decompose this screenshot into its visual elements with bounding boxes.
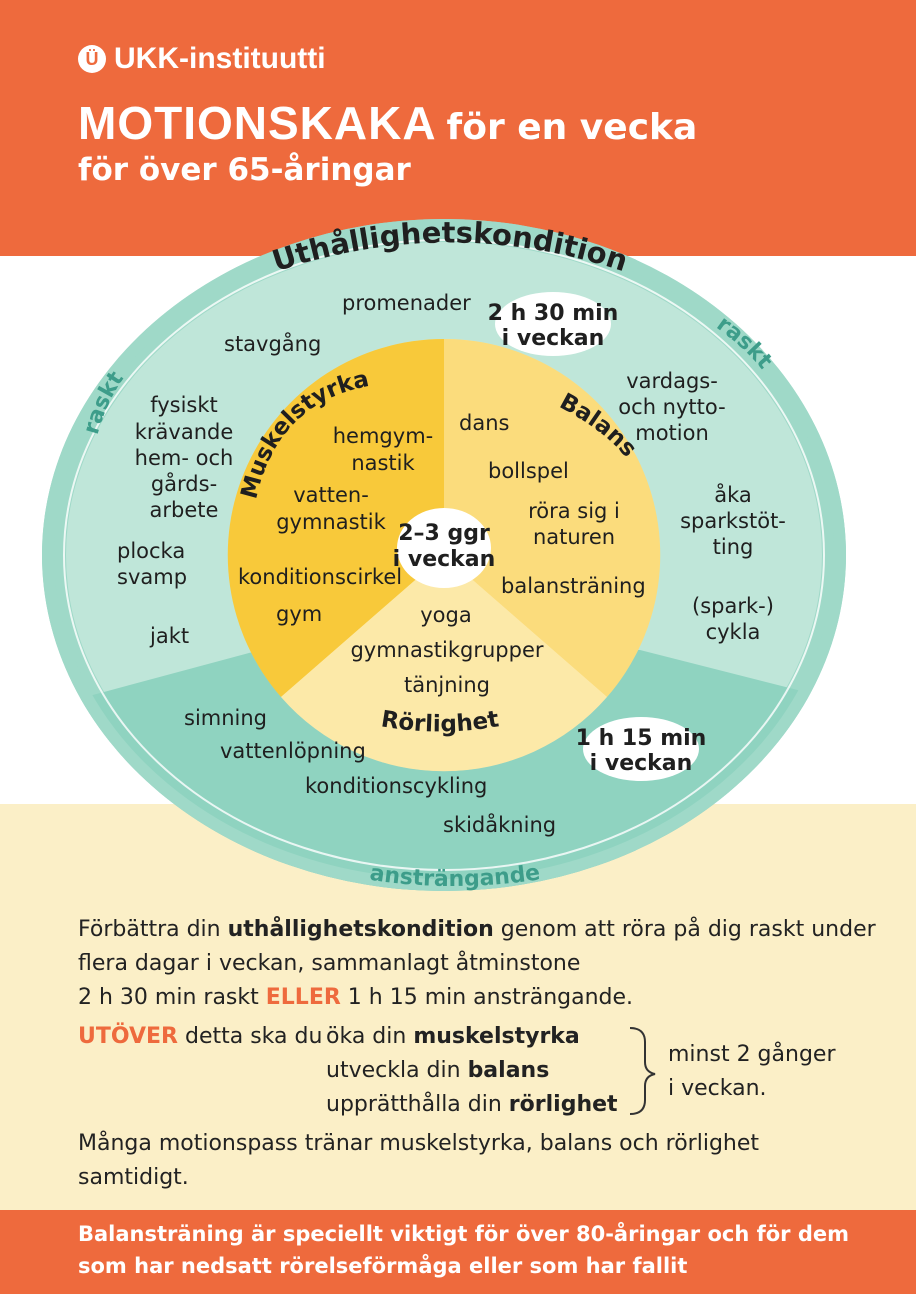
activity-jakt: jakt [149,624,189,648]
title-main: MOTIONSKAKA [78,97,437,149]
svg-text:fysiskt: fysiskt [150,393,218,417]
activity-kicksled: åka sparkstöt- ting [680,482,786,559]
svg-text:motion: motion [635,421,709,445]
activity-skiing: skidåkning [443,812,556,837]
badge-brisk [495,292,611,356]
activity-water-running: vattenlöpning [220,739,366,763]
balance-sector [444,338,661,697]
svg-text:hem- och: hem- och [135,446,234,470]
svg-text:gårds-: gårds- [151,471,217,496]
utover-list: öka din muskelstyrka utveckla din balans… [326,1020,618,1122]
svg-text:och nytto-: och nytto- [618,395,725,419]
center-badge-line1: 2–3 ggr [398,521,490,546]
activity-gym-groups: gymnastikgrupper [350,638,543,662]
center-badge-line2: i veckan [393,547,496,572]
svg-text:vatten-: vatten- [293,483,369,507]
activity-simning: simning [184,706,267,730]
page-subtitle: för över 65-åringar [78,152,411,188]
endurance-paragraph: Förbättra din uthållighetskondition geno… [78,917,876,1010]
badge-brisk-line2: i veckan [502,326,605,351]
svg-text:ting: ting [713,535,754,559]
svg-text:vardags-: vardags- [626,369,718,393]
badge-vigorous-line2: i veckan [590,751,693,776]
utover-label: UTÖVER detta ska du [78,1024,323,1049]
logo: Ü UKK-instituutti [78,42,326,76]
svg-text:nastik: nastik [351,451,415,475]
activity-cycling-fitness: konditionscykling [305,774,487,798]
activity-housework: fysiskt krävande hem- och gårds- arbete [135,393,234,522]
svg-text:gymnastik: gymnastik [276,510,386,534]
activity-bollspel: bollspel [488,459,569,483]
activity-stretching: tänjning [404,673,490,697]
list-item-strength: öka din muskelstyrka [326,1024,580,1049]
svg-text:sparkstöt-: sparkstöt- [680,509,786,533]
activity-dans: dans [459,411,509,435]
activity-balance-training: balansträning [501,574,646,598]
badge-brisk-line1: 2 h 30 min [488,301,619,326]
svg-text:åka: åka [714,482,752,507]
activity-water-gym: vatten- gymnastik [276,483,386,534]
logo-text: UKK-instituutti [114,42,326,75]
badge-vigorous-line1: 1 h 15 min [576,726,707,751]
flexibility-heading: Rörlighet [379,706,500,737]
flexibility-sector [281,555,607,772]
activity-promenader: promenader [342,291,471,315]
ukk-logo-icon: Ü [78,45,106,73]
svg-text:plocka: plocka [117,539,185,563]
center-badge [397,508,491,588]
svg-text:arbete: arbete [150,498,219,522]
brace-icon [629,1027,656,1115]
svg-text:hemgym-: hemgym- [333,424,433,448]
badge-vigorous [583,717,699,781]
activity-nature: röra sig i naturen [528,499,620,549]
svg-text:röra sig i: röra sig i [528,499,620,523]
header-banner [0,0,916,256]
svg-text:krävande: krävande [135,420,234,444]
svg-text:svamp: svamp [117,565,187,589]
activity-gym: gym [276,602,322,626]
activity-circuit: konditionscirkel [238,565,402,589]
svg-text:cykla: cykla [706,620,761,644]
list-item-balance: utveckla din balans [326,1058,550,1083]
activity-mushrooms: plocka svamp [117,539,187,589]
svg-text:(spark-): (spark-) [692,594,774,618]
footer-note: Balansträning är speciellt viktigt för ö… [78,1222,849,1278]
combined-paragraph: Många motionspass tränar muskelstyrka, b… [78,1131,760,1190]
frequency-note: minst 2 gånger i veckan. [668,1042,836,1101]
list-item-flexibility: upprätthålla din rörlighet [326,1092,618,1117]
svg-text:naturen: naturen [533,525,615,549]
activity-home-gym: hemgym- nastik [333,424,433,475]
strength-sector [227,338,444,697]
title-rest: för en vecka [446,107,698,148]
activity-cycling: (spark-) cykla [692,594,774,644]
activity-yoga: yoga [420,603,471,627]
ring-divider [63,239,825,871]
footer-banner [0,1210,916,1294]
activity-everyday: vardags- och nytto- motion [618,369,725,445]
activity-stavgang: stavgång [224,331,321,356]
